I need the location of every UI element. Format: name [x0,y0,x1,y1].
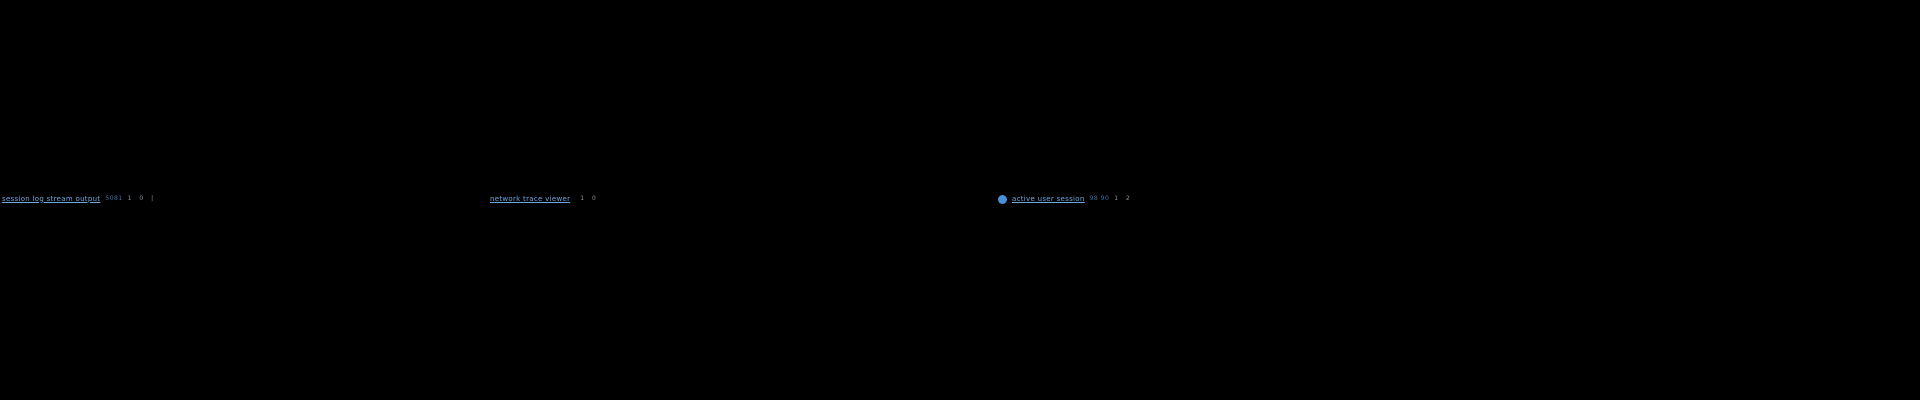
marker-1-meta: 1 0 | [127,195,157,202]
marker-3-meta: 1 2 [1114,195,1133,202]
marker-cluster-2: network trace viewer 1 0 [490,193,599,205]
marker-1-link[interactable]: session log stream output [2,194,101,203]
marker-3-link[interactable]: active user session [1012,194,1085,203]
marker-1-badge: 5081 [105,195,123,202]
marker-dot-icon [998,194,1007,204]
marker-cluster-1: session log stream output 5081 1 0 | [2,193,156,205]
marker-2-meta: 1 0 [580,195,599,202]
marker-2-link[interactable]: network trace viewer [490,194,571,203]
marker-cluster-3: active user session 98 90 1 2 [998,193,1133,205]
marker-3-badge: 98 90 [1089,195,1110,202]
